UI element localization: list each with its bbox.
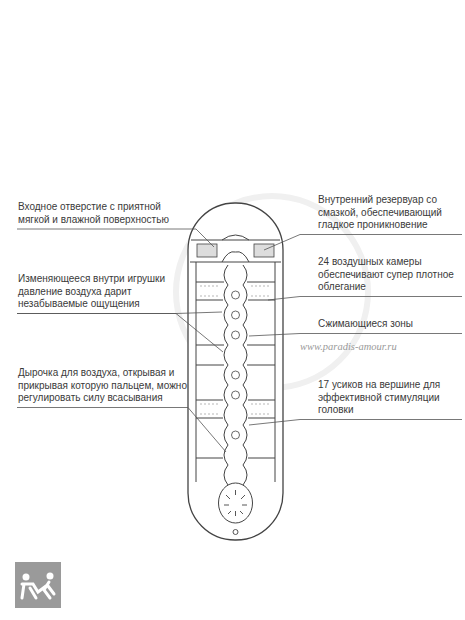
leader-line [17,314,223,353]
callout-label: 17 усиков на вершине для эффективной сти… [318,379,463,417]
tip-chamber [219,483,253,523]
icon-figure [22,584,46,598]
leader-line [17,229,214,247]
lube-reservoir [197,244,217,257]
cap-line [190,262,281,263]
nub [232,391,240,399]
leader-line [249,420,462,426]
chamber-hatch [200,286,271,414]
air-chamber-ribs [196,282,275,458]
icon-figure [44,582,54,598]
cap-line [191,240,280,241]
leader-line [249,334,462,337]
nub [232,431,240,439]
leader-line [17,408,226,453]
entry-opening [222,235,249,240]
callout-label: Дырочка для воздуха, открывая и прикрыва… [18,367,190,405]
callout-label: Сжимающиеся зоны [318,318,463,331]
air-hole [233,530,238,535]
nub [232,371,240,379]
callout-label: 24 воздушных камеры обеспечивают супер п… [318,256,463,294]
lube-reservoir [254,244,274,257]
leader-line [268,297,462,301]
icon-figure [47,573,54,580]
channel-wall [243,265,247,485]
icon-figure [23,574,30,581]
tendrils [224,490,247,516]
entry-opening [222,252,249,262]
leader-line [264,235,462,251]
capsule-outline [188,203,283,540]
nub [232,311,240,319]
inner-wall [196,262,197,482]
callout-label: Входное отверстие с приятной мягкой и вл… [18,201,186,226]
nub [232,291,240,299]
callout-label: Внутренний резервуар со смазкой, обеспеч… [318,194,463,232]
category-icon [15,562,61,608]
callout-label: Изменяющееся внутри игрушки давление воз… [18,273,186,311]
inner-wall [275,262,276,482]
watermark: www.paradis-amour.ru [300,341,460,354]
nub [232,331,240,339]
